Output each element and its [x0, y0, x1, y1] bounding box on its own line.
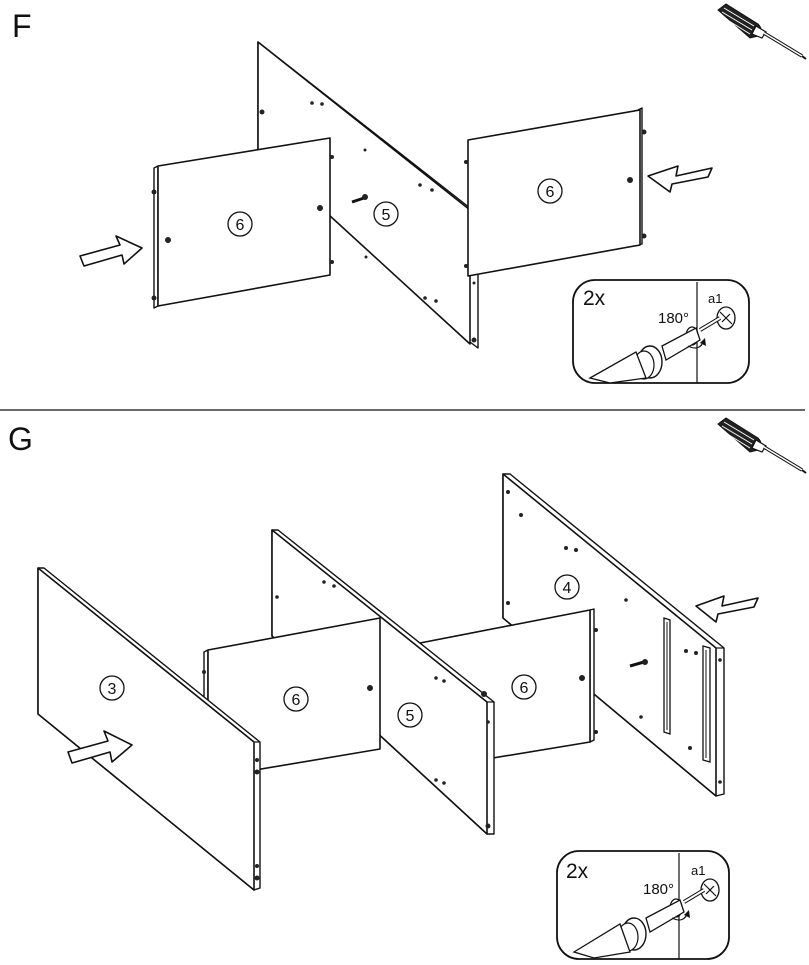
svg-text:3: 3 — [108, 681, 117, 698]
panel-label-6-left-g: 6 — [283, 686, 309, 712]
panel-label-5-f: 5 — [373, 201, 399, 227]
step-f-diagram: 6 5 6 2x 180° a1 — [79, 2, 808, 384]
svg-text:4: 4 — [563, 580, 572, 597]
step-g-letter: G — [8, 421, 33, 457]
panel-3-step-g — [37, 567, 261, 891]
svg-text:6: 6 — [546, 184, 555, 201]
detail-inset-step-g: 2x 180° a1 — [556, 850, 730, 960]
insert-arrow-right-g — [695, 595, 759, 623]
svg-text:6: 6 — [236, 217, 245, 234]
insert-arrow-left-g — [67, 730, 133, 764]
panel-label-3-g: 3 — [99, 675, 125, 701]
svg-text:6: 6 — [292, 692, 301, 709]
svg-text:180°: 180° — [658, 310, 689, 327]
svg-text:2x: 2x — [583, 287, 606, 310]
panel-label-6-left-f: 6 — [227, 211, 253, 237]
svg-text:5: 5 — [382, 207, 391, 224]
screwdriver-icon — [716, 416, 808, 475]
step-f-letter: F — [12, 8, 32, 44]
svg-text:2x: 2x — [566, 860, 589, 883]
panel-4-step-g — [502, 473, 725, 797]
panel-label-5-g: 5 — [397, 702, 423, 728]
insert-arrow-right-f — [647, 165, 713, 193]
panel-label-4-g: 4 — [554, 574, 580, 600]
svg-text:a1: a1 — [708, 291, 722, 306]
insert-arrow-left-f — [79, 235, 143, 267]
panel-5-step-f — [257, 41, 481, 349]
svg-text:5: 5 — [406, 708, 415, 725]
screwdriver-icon — [716, 2, 808, 61]
step-g-diagram: 3 6 5 6 4 2x 180° a1 — [37, 416, 808, 960]
svg-text:180°: 180° — [643, 881, 674, 898]
detail-inset-step-f: 2x 180° a1 — [572, 279, 750, 384]
panel-label-6-right-g: 6 — [511, 674, 537, 700]
svg-text:6: 6 — [520, 680, 529, 697]
panel-label-6-right-f: 6 — [537, 178, 563, 204]
svg-text:a1: a1 — [691, 863, 705, 878]
